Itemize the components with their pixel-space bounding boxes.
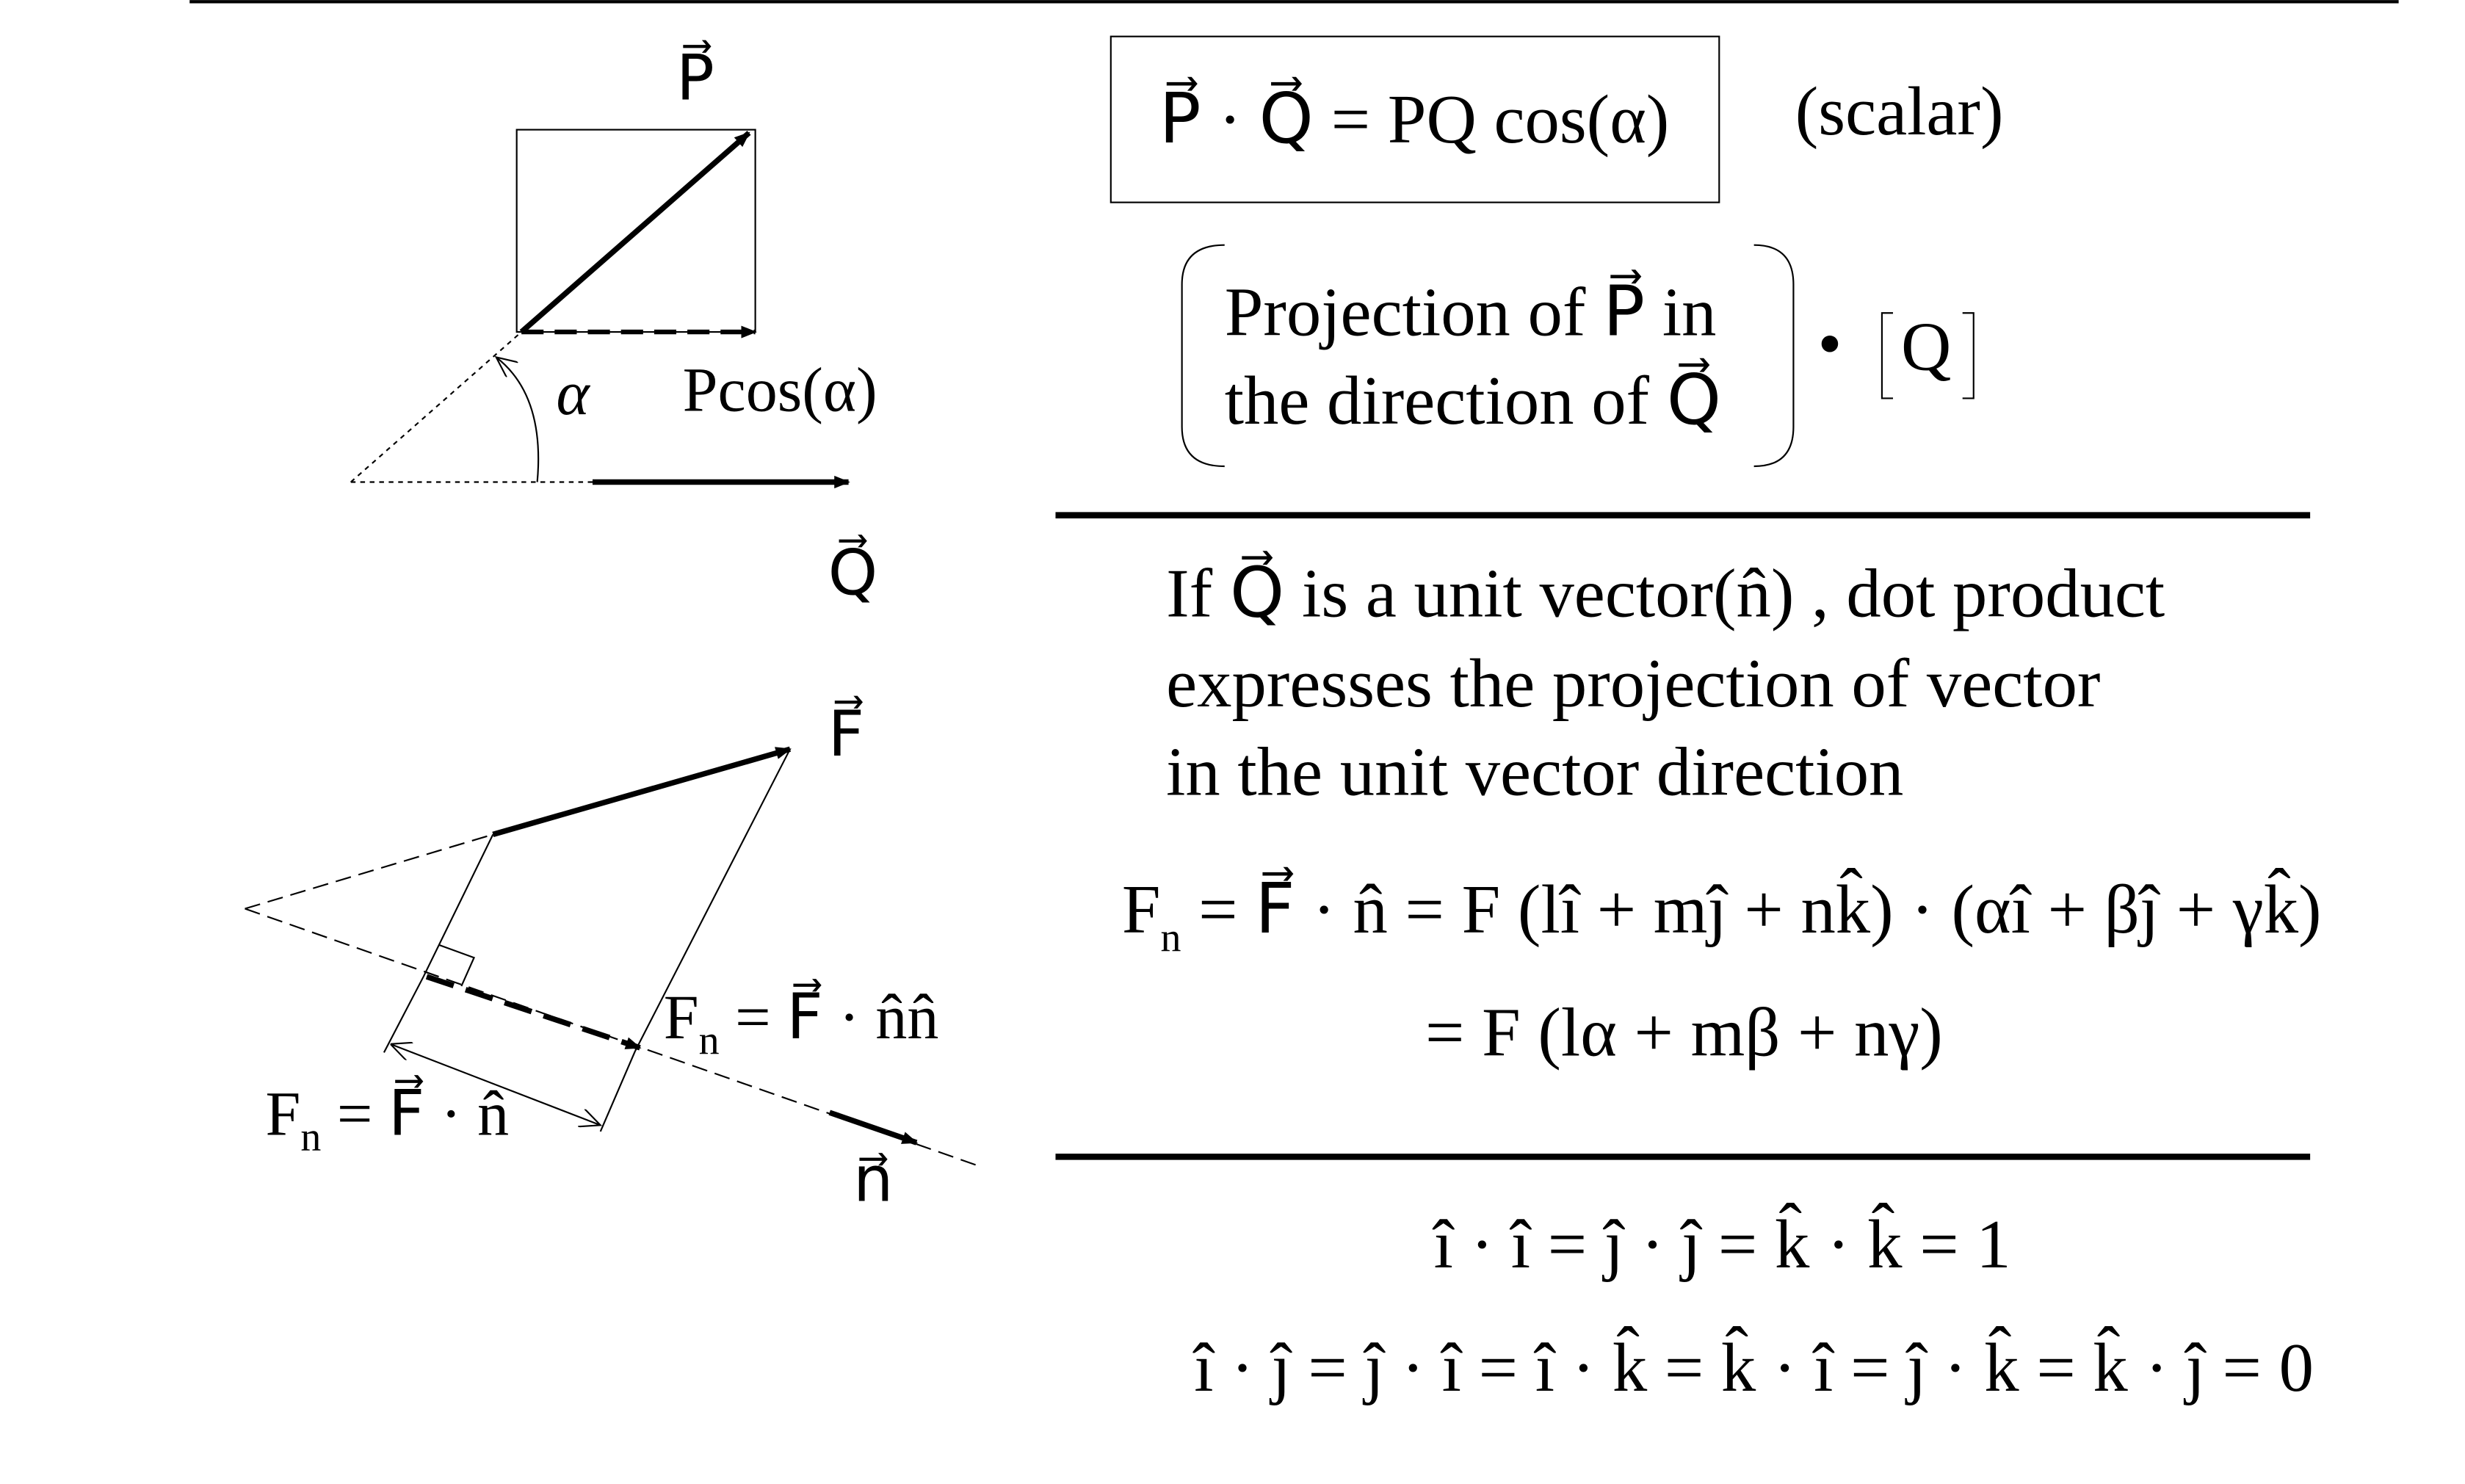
- unit-n-arrow: [828, 1110, 919, 1145]
- magnitude-dimension-arrow: [392, 1045, 601, 1126]
- projection-diagram: P⃗ α Pcos(α) Q⃗: [350, 40, 878, 609]
- label-n: n⃗: [853, 1145, 894, 1215]
- vector-F-arrow: [492, 746, 792, 838]
- projection-left-paren: [1181, 244, 1225, 468]
- force-projection-diagram: F⃗ Fn = F⃗ · n̂n̂ Fn = F⃗ · n̂ n⃗: [245, 695, 980, 1215]
- projection-text-line1: Projection of P⃗ in: [1225, 269, 1717, 350]
- label-Fn-rest: = F⃗ · n̂: [321, 1075, 509, 1149]
- Q-right-bracket: [1962, 312, 1974, 399]
- label-Fn-sub: n: [300, 1115, 321, 1160]
- Q-magnitude: Q: [1901, 309, 1951, 386]
- projection-right-paren: [1753, 244, 1795, 468]
- right-angle-mark: [438, 944, 476, 987]
- dashed-F-extension: [245, 833, 493, 910]
- label-Fn-vector-rest: = F⃗ · n̂n̂: [720, 978, 939, 1052]
- scalar-note: (scalar): [1795, 73, 2004, 150]
- projection-text-line2: the direction of Q⃗: [1225, 358, 1722, 439]
- label-Fn-F: F: [266, 1078, 301, 1148]
- label-P: P⃗: [676, 40, 714, 114]
- unit-vector-text-line1: If Q⃗ is a unit vector(n̂) , dot product: [1166, 550, 2165, 631]
- Fn-expansion: = F⃗ · n̂ = F (lî + mĵ + nk̂) · (αî + βĵ…: [1181, 866, 2321, 948]
- angle-arc: [496, 358, 540, 482]
- unit-vector-text-line3: in the unit vector direction: [1166, 734, 1903, 811]
- perpendicular-line: [422, 833, 494, 977]
- unit-vector-text-line2: expresses the projection of vector: [1166, 645, 2100, 722]
- label-Fn-scalar: Fn = F⃗ · n̂: [266, 1075, 510, 1160]
- unit-orthonormal-eq2: î · ĵ = ĵ · î = î · k̂ = k̂ · î = ĵ · k̂…: [1192, 1325, 2314, 1406]
- label-Fn-vector-F: F: [664, 982, 699, 1052]
- Fn-equation-line2: = F (lα + mβ + nγ): [1425, 995, 1943, 1071]
- Fn-equation-line1: Fn = F⃗ · n̂ = F (lî + mĵ + nk̂) · (αî +…: [1122, 866, 2322, 961]
- label-Fn-vector: Fn = F⃗ · n̂n̂: [664, 978, 939, 1063]
- Fn-vector-dashed-arrow: [425, 974, 642, 1051]
- multiply-bullet: •: [1817, 305, 1842, 382]
- unit-orthonormal-eq1: î · î = ĵ · ĵ = k̂ · k̂ = 1: [1433, 1202, 2011, 1283]
- dotted-extension-P: [350, 331, 522, 483]
- label-alpha: α: [556, 358, 590, 428]
- extension-tick-left: [383, 976, 424, 1053]
- Q-left-bracket: [1881, 312, 1894, 399]
- Fn-subscript: n: [1161, 916, 1181, 961]
- Fn-F: F: [1122, 872, 1161, 948]
- F-tip-to-axis: [634, 748, 791, 1052]
- label-Q: Q⃗: [828, 535, 878, 609]
- dot-definition-box: [1110, 35, 1720, 203]
- dot-product-definition: P⃗ · Q⃗ = PQ cos(α): [1159, 76, 1670, 158]
- extension-tick-right: [599, 1050, 637, 1132]
- label-F: F⃗: [828, 695, 865, 770]
- label-pcos-alpha: Pcos(α): [683, 355, 877, 425]
- label-Fn-vector-sub: n: [699, 1018, 720, 1064]
- vector-P-arrow: [519, 131, 751, 334]
